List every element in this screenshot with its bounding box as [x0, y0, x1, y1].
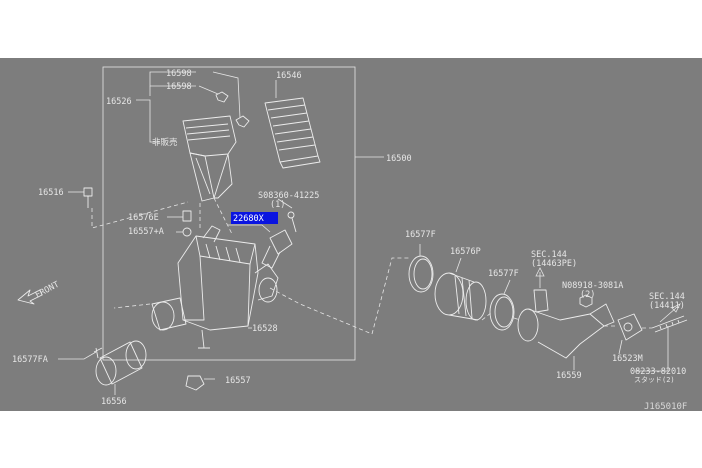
assembly-outline [102, 66, 356, 361]
arrow-sec144-b [659, 303, 681, 323]
clamp-16577f-top [408, 255, 434, 293]
label-16556: 16556 [101, 397, 127, 407]
label-sec144-b: SEC.144 [649, 292, 685, 302]
label-16557: 16557 [225, 376, 251, 386]
air-flow-sensor [261, 211, 297, 269]
label-16559: 16559 [556, 371, 582, 381]
label-08233: 08233-82010 [630, 367, 686, 377]
label-stud-qty: スタッド(2) [634, 375, 675, 384]
label-16577f-top: 16577F [405, 230, 436, 240]
label-16577f-mid: 16577F [488, 269, 519, 279]
label-16523m: 16523M [612, 354, 643, 364]
label-16557a: 16557+A [128, 227, 164, 237]
air-cleaner-cover [182, 115, 237, 202]
highlighted-part-22680x[interactable]: 22680X [231, 212, 278, 224]
label-sec144-a: SEC.144 [531, 250, 567, 260]
label-16516: 16516 [38, 188, 64, 198]
air-duct-16556 [93, 340, 147, 386]
label-16576e: 16576E [128, 213, 159, 223]
air-duct-16559 [517, 289, 615, 359]
label-08918-qty: (2) [580, 290, 595, 300]
label-08360-qty: (1) [270, 200, 285, 210]
air-cleaner-case [151, 225, 279, 349]
label-sec144-b-ref: (14411) [649, 301, 685, 311]
figure-code: J165010F [644, 402, 687, 411]
label-16577fa: 16577FA [12, 355, 48, 365]
filter-element [264, 97, 321, 169]
clip-16598 [215, 91, 250, 128]
label-16528: 16528 [252, 324, 278, 334]
label-16526: 16526 [106, 97, 132, 107]
label-16546: 16546 [276, 71, 302, 81]
stud-08233 [651, 315, 688, 333]
label-08918: N08918-3081A [562, 281, 623, 291]
leader-lines [58, 71, 669, 395]
label-08360: S08360-41225 [258, 191, 319, 201]
clamp-16577f-mid [489, 293, 515, 331]
arrow-sec144-a [535, 267, 545, 288]
label-22680x[interactable]: 22680X [233, 214, 265, 224]
label-16598a: 16598 [166, 69, 192, 79]
grommet-16576e [182, 210, 192, 237]
label-16598b: 16598 [166, 82, 192, 92]
label-16576p: 16576P [450, 247, 481, 257]
diagram-background [0, 58, 702, 411]
label-front: FRONT [34, 280, 61, 301]
parts-diagram: 16598 16598 16546 16526 非販売 16500 16516 … [12, 66, 688, 411]
front-arrow-icon [17, 289, 43, 305]
label-16500: 16500 [386, 154, 412, 164]
mount-16557 [185, 375, 205, 391]
hose-16576p [434, 272, 487, 321]
gasket-16523m [617, 313, 643, 341]
bolt-16516 [83, 187, 93, 208]
dashed-guides [91, 197, 652, 335]
label-sec144-a-ref: (14463PE) [531, 259, 577, 269]
label-not-sold: 非販売 [152, 137, 178, 148]
nut-08918 [579, 294, 593, 308]
